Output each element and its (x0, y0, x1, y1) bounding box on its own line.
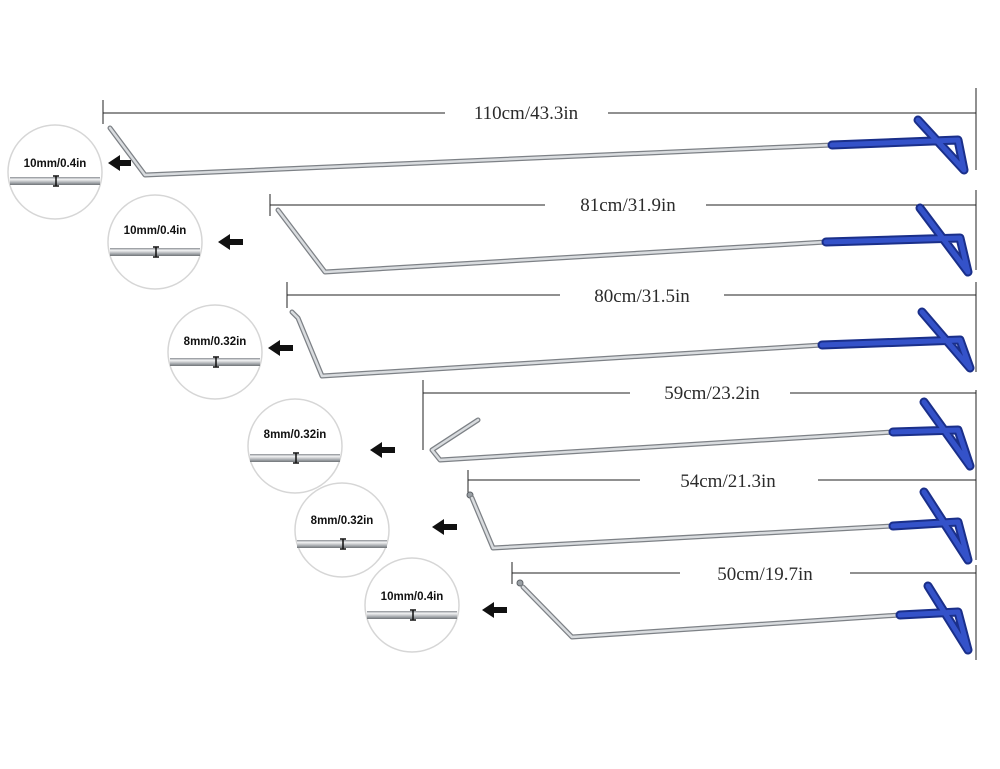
length-dimension-5: 54cm/21.3in (467, 470, 977, 560)
rod-5 (466, 487, 973, 565)
rod-6 (516, 579, 973, 655)
length-label-2: 81cm/31.9in (580, 195, 676, 216)
length-label-1: 110cm/43.3in (474, 103, 579, 124)
length-dimension-3: 80cm/31.5in (286, 282, 977, 372)
arrow-left-icon (432, 519, 457, 535)
tool-1: 110cm/43.3in 10mm/0.4in (7, 88, 977, 220)
tool-2: 81cm/31.9in 10mm/0.4in (107, 190, 977, 290)
rod-cross-section-2 (110, 248, 200, 256)
diameter-detail-2: 10mm/0.4in (107, 194, 243, 290)
diameter-label-6: 10mm/0.4in (381, 591, 444, 603)
arrow-left-icon (218, 234, 243, 250)
diameter-label-1: 10mm/0.4in (24, 158, 87, 170)
arrow-left-icon (370, 442, 395, 458)
length-dimension-6: 50cm/19.7in (511, 562, 977, 660)
length-label-5: 54cm/21.3in (680, 471, 776, 492)
rod-2 (275, 203, 973, 277)
diameter-label-3: 8mm/0.32in (184, 336, 247, 348)
rod-3 (289, 307, 975, 379)
rod-1 (107, 115, 969, 178)
rod-4 (429, 397, 975, 471)
diameter-detail-6: 10mm/0.4in (364, 557, 507, 653)
length-label-3: 80cm/31.5in (594, 286, 690, 307)
length-label-6: 50cm/19.7in (717, 564, 813, 585)
rod-cross-section-3 (170, 358, 260, 366)
diameter-label-2: 10mm/0.4in (124, 225, 187, 237)
rod-cross-section-5 (297, 540, 387, 548)
length-label-4: 59cm/23.2in (664, 383, 760, 404)
diameter-label-4: 8mm/0.32in (264, 429, 327, 441)
length-dimension-4: 59cm/23.2in (422, 380, 977, 470)
length-dimension-1: 110cm/43.3in (102, 88, 977, 170)
tool-6: 50cm/19.7in 10mm/0.4in (364, 557, 977, 660)
magnifier-circle-2 (107, 194, 203, 290)
tool-5: 54cm/21.3in 8mm/0.32in (294, 470, 977, 578)
tool-3: 80cm/31.5in 8mm/0.32in (167, 282, 977, 400)
rod-cross-section-1 (10, 177, 100, 185)
diameter-detail-3: 8mm/0.32in (167, 304, 293, 400)
magnifier-circle-3 (167, 304, 263, 400)
magnifier-circle-1 (7, 124, 103, 220)
diameter-label-5: 8mm/0.32in (311, 515, 374, 527)
diameter-detail-5: 8mm/0.32in (294, 482, 457, 578)
diameter-detail-1: 10mm/0.4in (7, 124, 131, 220)
ball-tip-icon (516, 579, 524, 587)
length-dimension-2: 81cm/31.9in (269, 190, 977, 270)
magnifier-circle-4 (247, 398, 343, 494)
rod-cross-section-6 (367, 611, 457, 619)
diameter-detail-4: 8mm/0.32in (247, 398, 395, 494)
magnifier-circle-5 (294, 482, 390, 578)
rod-cross-section-4 (250, 454, 340, 462)
arrow-left-icon (482, 602, 507, 618)
magnifier-circle-6 (364, 557, 460, 653)
arrow-left-icon (268, 340, 293, 356)
tool-4: 59cm/23.2in 8mm/0.32in (247, 380, 977, 494)
arrow-left-icon (108, 155, 131, 171)
